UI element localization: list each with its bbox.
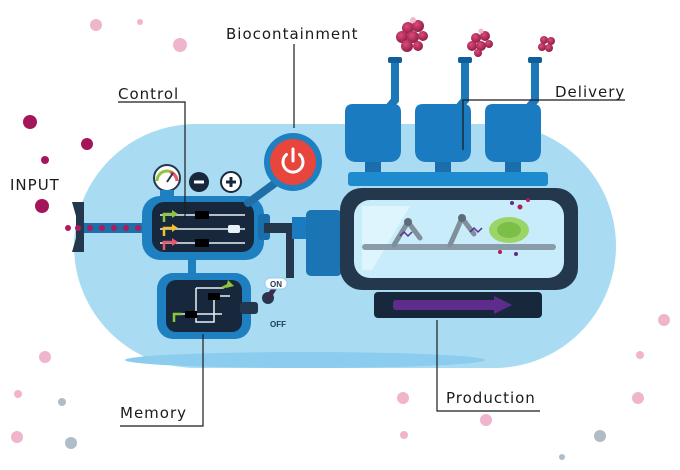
input-crank bbox=[65, 202, 144, 252]
production-chamber bbox=[340, 188, 578, 290]
production-label: Production bbox=[446, 389, 536, 407]
minus-icon bbox=[189, 172, 209, 192]
switch-off-label: OFF bbox=[270, 320, 286, 329]
power-switch: ON OFF bbox=[262, 277, 292, 329]
pipe-caps bbox=[388, 57, 542, 63]
delivery-tanks bbox=[345, 104, 548, 186]
biocontainment-label: Biocontainment bbox=[226, 25, 359, 43]
power-icon bbox=[281, 147, 305, 174]
leader-lines bbox=[118, 44, 625, 427]
gauge-icon bbox=[153, 164, 181, 196]
control-label: Control bbox=[118, 85, 180, 103]
capsule-shadow bbox=[125, 352, 485, 368]
delivery-label: Delivery bbox=[555, 83, 626, 101]
product-berries bbox=[396, 17, 555, 57]
memory-label: Memory bbox=[120, 404, 188, 422]
switch-on-label: ON bbox=[270, 280, 282, 289]
input-label: INPUT bbox=[10, 176, 60, 194]
memory-unit bbox=[157, 260, 258, 339]
decorative-dots bbox=[11, 19, 670, 460]
plus-icon bbox=[220, 171, 242, 193]
control-unit bbox=[142, 196, 270, 260]
production-arrow-icon bbox=[393, 296, 512, 314]
